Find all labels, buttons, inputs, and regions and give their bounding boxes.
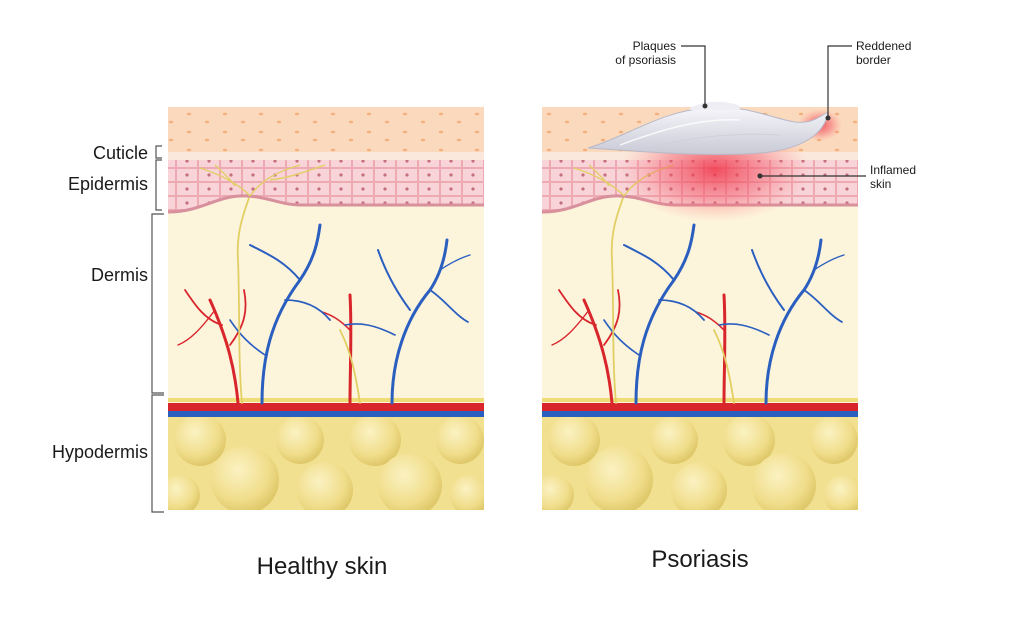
border-callout-line1: Reddened <box>856 39 911 53</box>
dermis-label: Dermis <box>91 265 148 285</box>
plaque-pointer-dot <box>702 103 708 109</box>
nerve-fibers <box>236 194 361 404</box>
cuticle-layer <box>168 107 484 155</box>
fat-cells <box>168 414 484 510</box>
inflamed-pointer-dot <box>757 173 763 179</box>
dermis-layer <box>168 195 484 405</box>
cuticle-label: Cuticle <box>93 143 148 163</box>
inflamed-callout-line2: skin <box>870 177 891 191</box>
callout-lines <box>681 45 866 177</box>
plaques-callout-line1: Plaques <box>633 39 676 53</box>
dermis-layer-psoriasis <box>542 195 858 405</box>
plaques-callout-line2: of psoriasis <box>615 53 676 67</box>
blue-vessels <box>229 223 471 405</box>
healthy-skin-caption: Healthy skin <box>257 553 388 580</box>
border-callout-line2: border <box>856 53 891 67</box>
epidermis-nerve-endings <box>199 164 326 197</box>
epidermis-label: Epidermis <box>68 174 148 194</box>
psoriasis-caption: Psoriasis <box>651 546 748 573</box>
healthy-skin-panel <box>168 107 484 510</box>
red-vessels <box>177 289 353 405</box>
vein-band <box>168 411 484 417</box>
artery-band <box>168 403 484 412</box>
psoriasis-plaque <box>587 107 829 156</box>
epidermis-layer <box>168 160 484 212</box>
hypodermis-label: Hypodermis <box>52 442 148 462</box>
fat-cells-psoriasis <box>542 414 858 510</box>
border-pointer-dot <box>825 115 831 121</box>
inflamed-callout-line1: Inflamed <box>870 163 916 177</box>
plaque-top <box>690 101 740 110</box>
psoriasis-panel <box>542 107 858 510</box>
layer-brackets <box>151 145 164 513</box>
